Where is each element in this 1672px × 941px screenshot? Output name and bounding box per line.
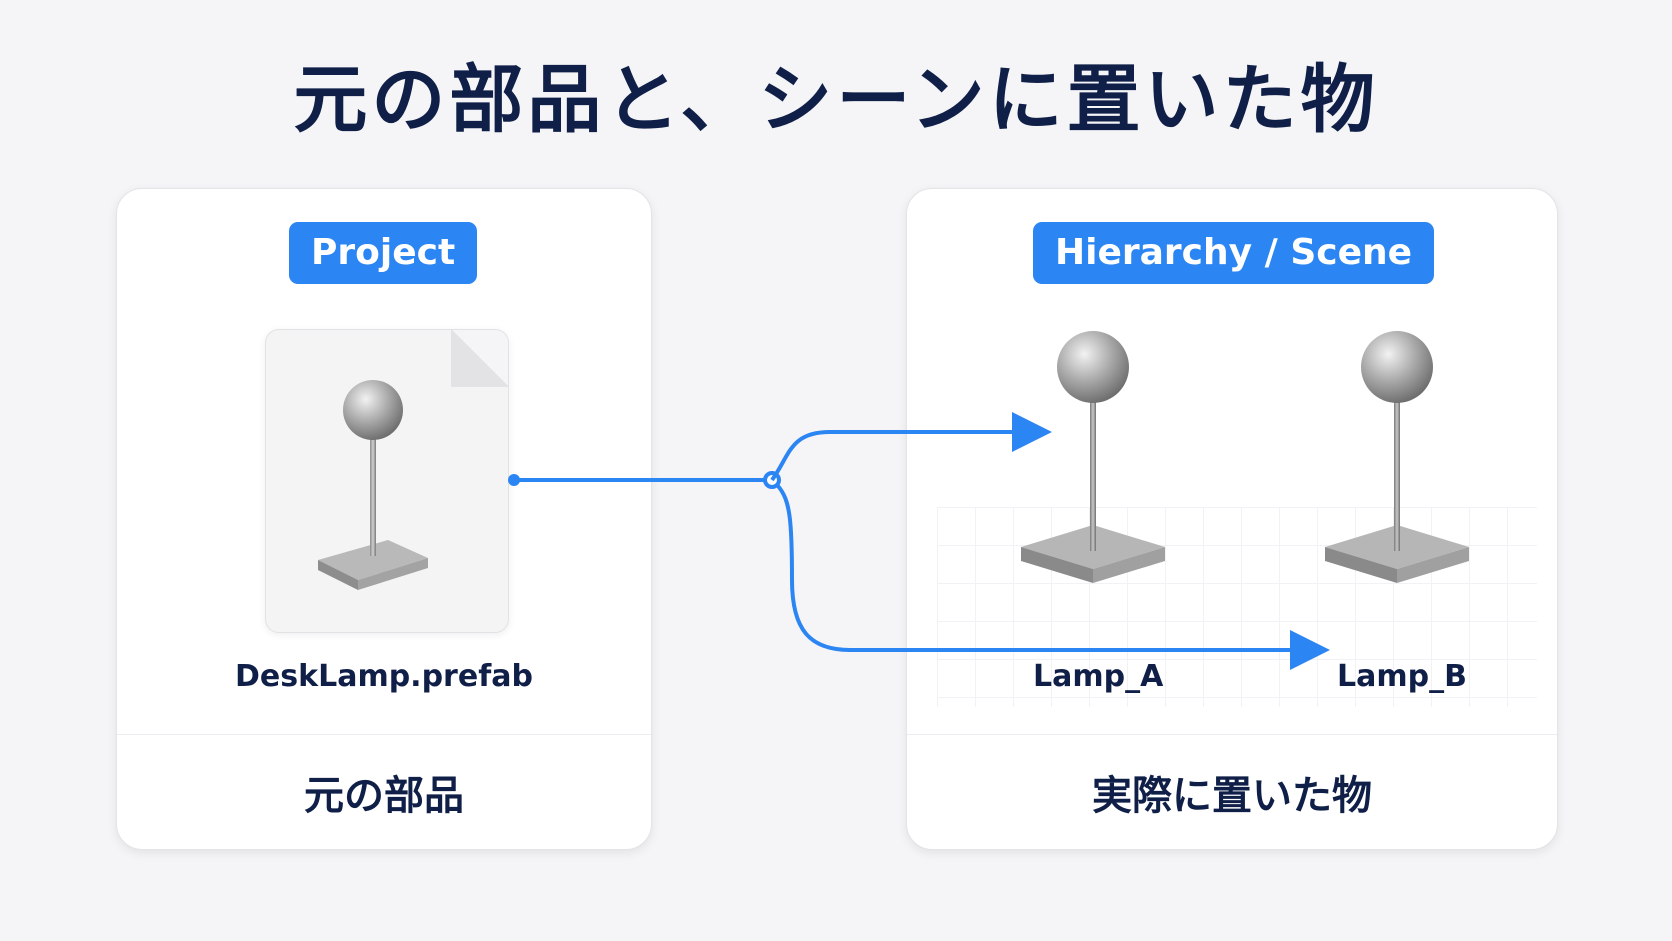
page-fold-icon — [451, 330, 508, 387]
panel-divider — [117, 734, 651, 735]
lamp-b-label: Lamp_B — [1337, 659, 1467, 694]
prefab-file-name: DeskLamp.prefab — [235, 659, 533, 694]
desk-lamp-icon — [318, 380, 428, 590]
panel-divider — [907, 734, 1557, 735]
lamp-a-instance[interactable] — [1017, 329, 1177, 589]
branch-node — [763, 471, 781, 489]
project-panel: Project — [116, 188, 652, 850]
lamp-b-instance[interactable] — [1321, 329, 1481, 589]
project-caption: 元の部品 — [304, 772, 464, 819]
page-title: 元の部品と、シーンに置いた物 — [293, 57, 1379, 143]
prefab-file-icon[interactable] — [265, 329, 509, 633]
project-badge: Project — [289, 222, 478, 284]
scene-caption: 実際に置いた物 — [1092, 772, 1372, 819]
scene-badge: Hierarchy / Scene — [1033, 222, 1435, 284]
scene-panel: Hierarchy / Scene — [906, 188, 1558, 850]
lamp-a-label: Lamp_A — [1033, 659, 1164, 694]
